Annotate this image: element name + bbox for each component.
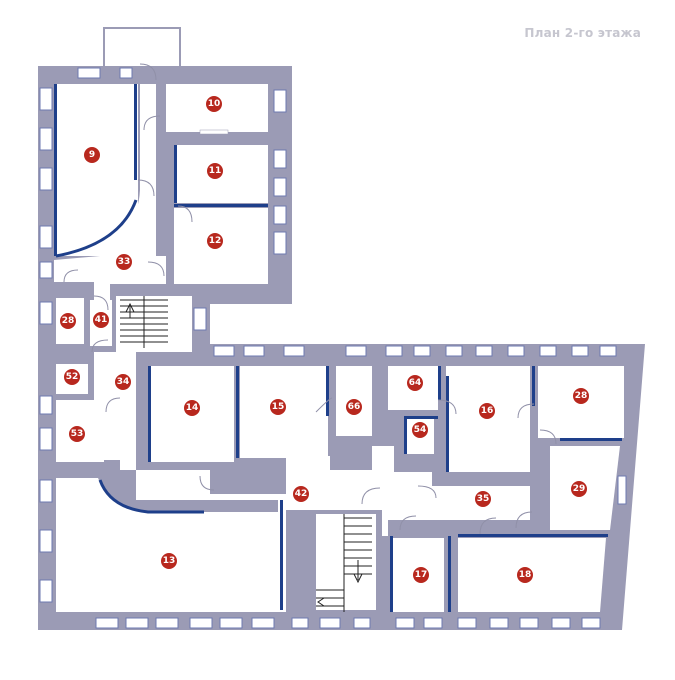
room-badge-28-west[interactable]: 28 — [60, 313, 76, 329]
room-9-area — [54, 84, 138, 256]
svg-text:28: 28 — [62, 316, 75, 326]
svg-text:42: 42 — [295, 489, 308, 499]
svg-text:16: 16 — [481, 406, 494, 416]
room-badge-29[interactable]: 29 — [571, 481, 587, 497]
room-badge-14[interactable]: 14 — [184, 400, 200, 416]
room-badge-42[interactable]: 42 — [293, 486, 309, 502]
stairs-south — [316, 514, 372, 612]
svg-text:10: 10 — [208, 99, 221, 109]
svg-text:11: 11 — [209, 166, 222, 176]
room-badge-54[interactable]: 54 — [412, 422, 428, 438]
room-16-area — [446, 366, 530, 472]
door-swings — [63, 63, 557, 535]
svg-text:33: 33 — [118, 257, 131, 267]
room-13-area — [56, 478, 278, 612]
room-badge-52[interactable]: 52 — [64, 369, 80, 385]
svg-text:14: 14 — [186, 403, 199, 413]
interior-partitions — [54, 84, 622, 612]
svg-text:13: 13 — [163, 556, 176, 566]
entrance-porch — [103, 27, 181, 69]
svg-text:52: 52 — [66, 372, 79, 382]
room-badge-16[interactable]: 16 — [479, 403, 495, 419]
room-badge-17[interactable]: 17 — [413, 567, 429, 583]
room-badge-13[interactable]: 13 — [161, 553, 177, 569]
floor-areas — [54, 84, 624, 612]
svg-text:35: 35 — [477, 494, 490, 504]
room-badge-35[interactable]: 35 — [475, 491, 491, 507]
room-badge-33[interactable]: 33 — [116, 254, 132, 270]
room-badge-9[interactable]: 9 — [84, 147, 100, 163]
svg-text:9: 9 — [89, 150, 95, 160]
room-badge-64[interactable]: 64 — [407, 375, 423, 391]
corridor-33-area — [54, 84, 166, 300]
room-badge-18[interactable]: 18 — [517, 567, 533, 583]
svg-text:28: 28 — [575, 391, 588, 401]
svg-text:66: 66 — [348, 402, 361, 412]
stairs-south-area — [316, 514, 376, 610]
windows — [39, 67, 627, 629]
room-badge-15[interactable]: 15 — [270, 399, 286, 415]
corridor-34-42-area — [94, 352, 530, 612]
svg-text:18: 18 — [519, 570, 532, 580]
svg-text:29: 29 — [573, 484, 586, 494]
room-badge-41[interactable]: 41 — [93, 312, 109, 328]
svg-text:17: 17 — [415, 570, 428, 580]
svg-text:15: 15 — [272, 402, 285, 412]
svg-text:64: 64 — [409, 378, 422, 388]
room-badge-53[interactable]: 53 — [69, 426, 85, 442]
svg-text:41: 41 — [95, 315, 108, 325]
svg-text:12: 12 — [209, 236, 222, 246]
svg-text:53: 53 — [71, 429, 84, 439]
room-badge-11[interactable]: 11 — [207, 163, 223, 179]
svg-text:34: 34 — [117, 377, 130, 387]
room-badge-10[interactable]: 10 — [206, 96, 222, 112]
room-badge-34[interactable]: 34 — [115, 374, 131, 390]
stairs-north — [120, 296, 168, 348]
room-badge-28-east[interactable]: 28 — [573, 388, 589, 404]
plan-title: План 2-го этажа — [524, 26, 641, 40]
svg-text:54: 54 — [414, 425, 427, 435]
room-badge-66[interactable]: 66 — [346, 399, 362, 415]
room-badge-12[interactable]: 12 — [207, 233, 223, 249]
